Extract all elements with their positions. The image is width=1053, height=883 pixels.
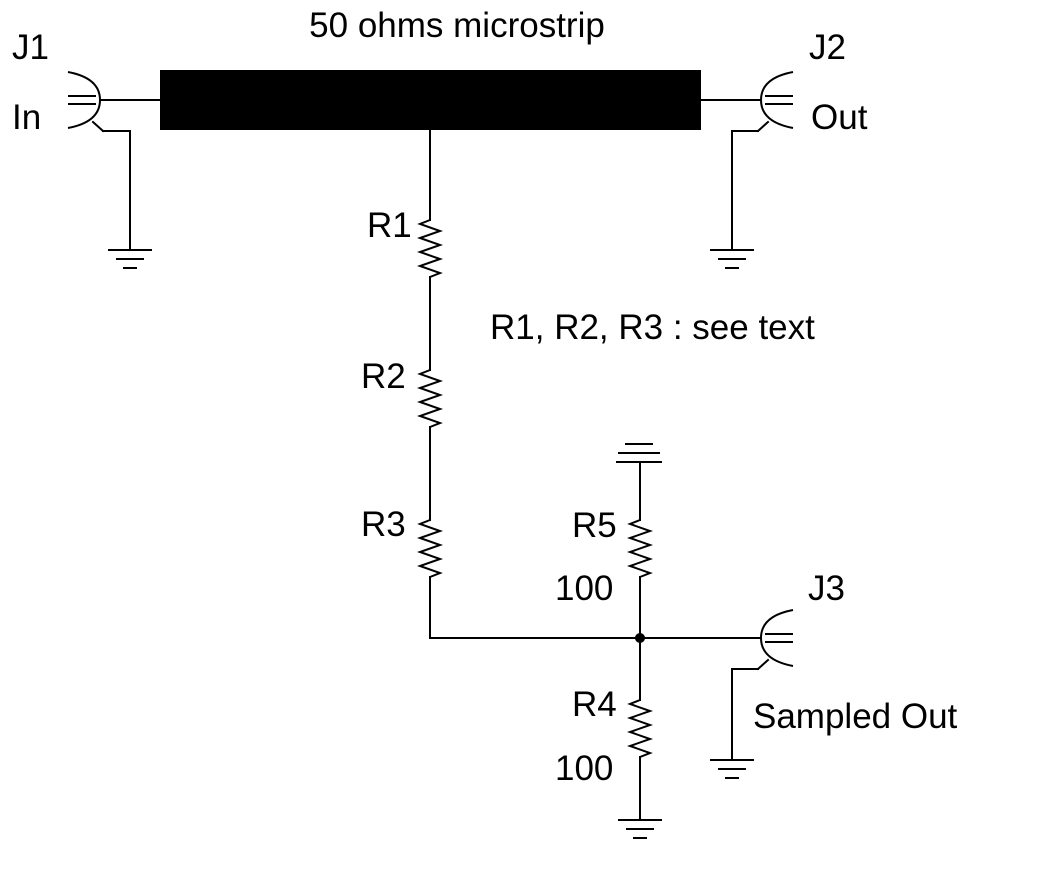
microstrip-line [160,70,701,130]
connector-j1-ref: J1 [12,28,49,67]
ground-symbol-j1 [108,249,152,269]
connector-j1-label: In [12,98,41,137]
connector-j3 [731,609,794,759]
connector-j3-ref: J3 [808,569,845,608]
resistor-r3 [416,519,444,578]
resistor-r4 [626,699,654,758]
resistor-r2-ref: R2 [361,357,406,396]
resistor-r5 [626,519,654,578]
connector-j2 [700,71,794,249]
resistor-r5-value: 100 [555,569,613,608]
resistor-note: R1, R2, R3 : see text [490,308,815,347]
microstrip-title: 50 ohms microstrip [309,6,605,45]
connector-j3-label: Sampled Out [753,697,958,736]
resistor-r1 [416,219,444,278]
ground-symbol-j2 [710,249,754,269]
resistor-r1-ref: R1 [367,206,412,245]
connector-j1 [67,71,161,249]
connector-j2-label: Out [811,98,868,137]
ground-symbol-r4 [618,819,662,839]
resistor-r2 [416,369,444,428]
ground-symbol-r5 [616,443,662,463]
resistor-r4-ref: R4 [572,685,617,724]
resistor-r5-ref: R5 [572,506,617,545]
resistor-r3-ref: R3 [361,505,406,544]
resistor-r4-value: 100 [555,749,613,788]
connector-j2-ref: J2 [809,28,846,67]
ground-symbol-j3 [710,759,754,779]
node-wire [429,576,762,639]
